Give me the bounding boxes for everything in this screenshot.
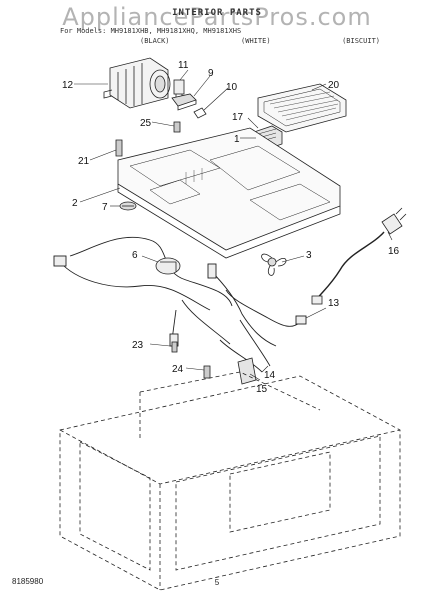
color-biscuit: (BISCUIT): [342, 37, 380, 45]
leader-lines: [74, 69, 393, 381]
watermark: AppliancePartsPros.com: [62, 3, 372, 31]
screw-part-24[interactable]: [203, 365, 211, 379]
callout-labels: 12 11 9 10 20 17 1 25 21 2 7 6 3 16 13 1…: [62, 60, 400, 395]
callout-25: 25: [140, 118, 152, 129]
page-number: 5: [214, 578, 220, 587]
relay-part[interactable]: [171, 93, 197, 111]
fan-blade-part[interactable]: [261, 253, 287, 276]
callout-15: 15: [256, 384, 268, 395]
document-number: 8185980: [12, 577, 44, 586]
base-plate-part[interactable]: [117, 127, 341, 259]
callout-6: 6: [132, 250, 138, 261]
bracket-part[interactable]: [237, 357, 257, 385]
callout-23: 23: [132, 340, 144, 351]
callout-17: 17: [232, 112, 244, 123]
screw-part-21[interactable]: [115, 139, 123, 157]
callout-11: 11: [178, 60, 189, 71]
thermostat-part[interactable]: [119, 201, 137, 211]
power-cord-part[interactable]: [311, 207, 407, 305]
callout-1: 1: [234, 134, 240, 145]
callout-14: 14: [264, 370, 276, 381]
callout-7: 7: [102, 202, 108, 213]
fan-motor-part[interactable]: [155, 257, 181, 275]
callout-3: 3: [306, 250, 312, 261]
wire-harness-part[interactable]: [53, 236, 307, 373]
diagram-header: AppliancePartsPros.com INTERIOR PARTS Fo…: [0, 0, 434, 56]
diagram-title: INTERIOR PARTS: [172, 8, 262, 18]
color-black: (BLACK): [140, 37, 170, 45]
callout-9: 9: [208, 68, 214, 79]
callout-13: 13: [328, 298, 340, 309]
callout-16: 16: [388, 246, 400, 257]
callout-21: 21: [78, 156, 90, 167]
blower-motor-part[interactable]: [103, 57, 171, 109]
callout-2: 2: [72, 198, 78, 209]
clip-part[interactable]: [193, 107, 207, 119]
callout-10: 10: [226, 82, 238, 93]
color-variants: (BLACK) (WHITE) (BISCUIT): [140, 37, 380, 45]
oven-cavity-outline: [59, 371, 401, 591]
screw-part-23[interactable]: [171, 341, 178, 353]
model-list: For Models: MH9181XHB, MH9181XHQ, MH9181…: [60, 27, 242, 35]
callout-20: 20: [328, 80, 340, 91]
callout-12: 12: [62, 80, 74, 91]
screw-part-25[interactable]: [173, 121, 181, 133]
color-white: (WHITE): [241, 37, 271, 45]
callout-24: 24: [172, 364, 184, 375]
filter-part[interactable]: [257, 83, 347, 133]
